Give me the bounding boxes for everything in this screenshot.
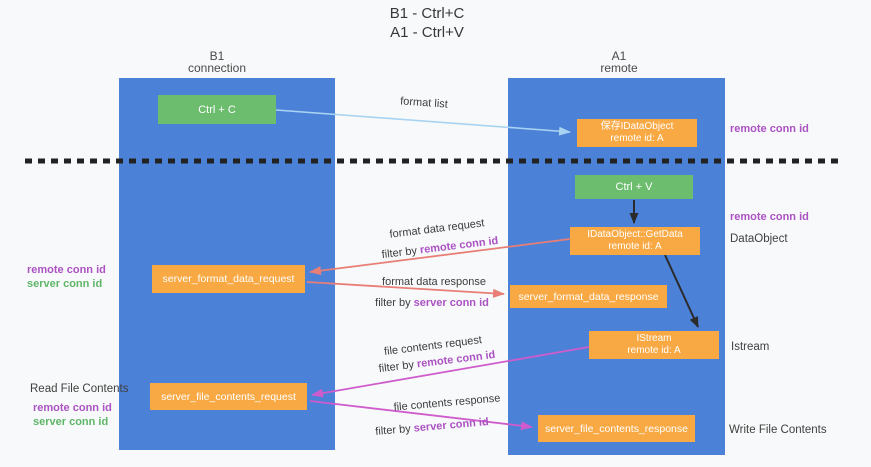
filter-prefix: filter by	[374, 422, 415, 438]
server-file-contents-response-label: server_file_contents_response	[544, 422, 688, 435]
left-server-conn-id-bottom: server conn id	[33, 416, 109, 428]
diagram-title: B1 - Ctrl+C A1 - Ctrl+V	[390, 4, 465, 42]
filter-prefix: filter by	[378, 358, 418, 376]
dataobject-label: DataObject	[730, 233, 788, 245]
title-line-2: A1 - Ctrl+V	[390, 24, 464, 41]
filter-prefix: filter by	[381, 244, 421, 262]
label-file-contents-response: file contents response	[393, 392, 501, 414]
left-server-conn-id-top: server conn id	[27, 278, 103, 290]
node-save-idataobject: 保存IDataObject remote id: A	[577, 119, 697, 147]
server-file-contents-request-label: server_file_contents_request	[161, 390, 296, 403]
lane-a1-name: A1	[611, 49, 627, 63]
lane-b1-role: connection	[187, 61, 247, 75]
istream-line1: IStream	[636, 333, 672, 344]
remote-conn-id-highlight: remote conn id	[419, 234, 499, 257]
left-remote-conn-id-top: remote conn id	[27, 264, 106, 276]
left-remote-conn-id-bottom: remote conn id	[33, 402, 112, 414]
lane-header-a1: A1 remote	[600, 50, 637, 74]
node-idataobject-getdata: IDataObject::GetData remote id: A	[570, 227, 700, 255]
node-server-format-data-response: server_format_data_response	[510, 285, 667, 308]
node-ctrl-c: Ctrl + C	[158, 95, 276, 124]
read-file-contents-label: Read File Contents	[30, 383, 129, 395]
label-filter-server-2: filter by server conn id	[375, 416, 489, 438]
right-remote-conn-id-mid: remote conn id	[730, 211, 809, 223]
istream-line2: remote id: A	[627, 345, 681, 356]
getdata-line2: remote id: A	[608, 241, 662, 252]
ctrl-c-label: Ctrl + C	[198, 103, 236, 116]
node-server-file-contents-response: server_file_contents_response	[538, 415, 695, 442]
lane-a1-role: remote	[600, 61, 638, 75]
filter-prefix: filter by	[375, 297, 414, 309]
getdata-line1: IDataObject::GetData	[587, 229, 683, 240]
node-ctrl-v: Ctrl + V	[575, 175, 693, 199]
save-idataobject-line2: remote id: A	[610, 133, 664, 144]
node-istream: IStream remote id: A	[589, 331, 719, 359]
title-line-1: B1 - Ctrl+C	[389, 5, 465, 22]
node-server-file-contents-request: server_file_contents_request	[150, 383, 307, 410]
server-format-data-response-label: server_format_data_response	[518, 290, 659, 303]
ctrl-v-label: Ctrl + V	[615, 181, 653, 193]
write-file-contents-label: Write File Contents	[729, 424, 827, 436]
istream-side-label: Istream	[731, 341, 770, 353]
node-server-format-data-request: server_format_data_request	[152, 265, 305, 293]
server-conn-id-highlight: server conn id	[413, 297, 489, 309]
lane-b1-name: B1	[209, 49, 225, 63]
label-filter-server-1: filter by server conn id	[375, 297, 489, 309]
label-format-list: format list	[399, 95, 449, 111]
server-conn-id-highlight: server conn id	[413, 416, 490, 435]
save-idataobject-line1: 保存IDataObject	[600, 121, 674, 132]
lane-header-b1: B1 connection	[188, 50, 246, 74]
right-remote-conn-id-top: remote conn id	[730, 123, 809, 135]
server-format-data-request-label: server_format_data_request	[162, 273, 295, 285]
label-format-data-response: format data response	[382, 276, 486, 288]
